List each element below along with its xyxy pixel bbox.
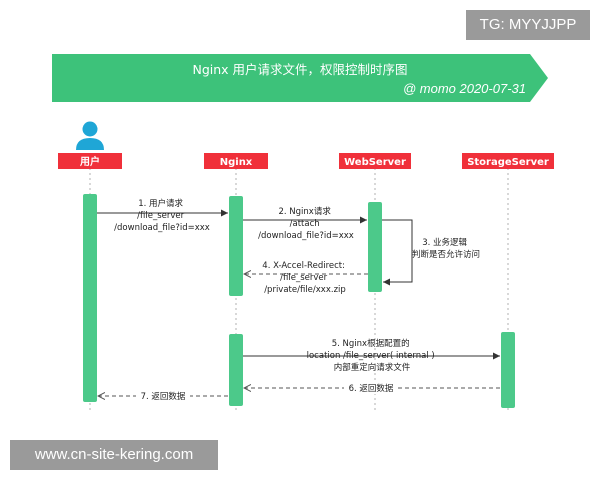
msg-2-text: 2. Nginx请求 /attach /download_file?id=xxx xyxy=(258,206,354,241)
msg-7-text: 7. 返回数据 xyxy=(141,391,186,402)
msg-5-text: 5. Nginx根据配置的 location /file_server( int… xyxy=(307,338,438,373)
actor-user-box xyxy=(58,153,122,169)
msg-4-text: 4. X-Accel-Redirect: /file_server /priva… xyxy=(262,261,347,295)
diagram-author: @ momo 2020-07-31 xyxy=(403,81,526,96)
actor-storage-label: StorageServer xyxy=(467,157,549,168)
tg-label: TG: MYYJJPP xyxy=(466,10,590,40)
msg-6-text: 6. 返回数据 xyxy=(349,383,394,394)
actor-webserver-box xyxy=(339,153,411,169)
actor-nginx-label: Nginx xyxy=(220,157,253,168)
header-banner xyxy=(52,54,548,102)
actor-nginx-box xyxy=(204,153,268,169)
msg-3-text: 3. 业务逻辑 判断是否允许访问 xyxy=(412,237,480,260)
msg-6-bg xyxy=(344,382,398,394)
diagram-title: Nginx 用户请求文件，权限控制时序图 xyxy=(192,62,407,77)
actor-user-label: 用户 xyxy=(79,155,100,168)
arrow-msg-3 xyxy=(382,219,413,286)
msg-1-text: 1. 用户请求 /file_server /download_file?id=x… xyxy=(114,198,210,233)
activation-nginx-2 xyxy=(229,334,243,406)
person-icon xyxy=(76,121,104,150)
activation-webserver xyxy=(368,202,382,292)
actor-webserver-label: WebServer xyxy=(344,157,406,168)
site-watermark: www.cn-site-kering.com xyxy=(10,440,218,470)
actor-storage-box xyxy=(462,153,554,169)
activation-nginx-1 xyxy=(229,196,243,296)
activation-storage xyxy=(501,332,515,408)
msg-7-bg xyxy=(136,390,190,402)
activation-user xyxy=(83,194,97,402)
